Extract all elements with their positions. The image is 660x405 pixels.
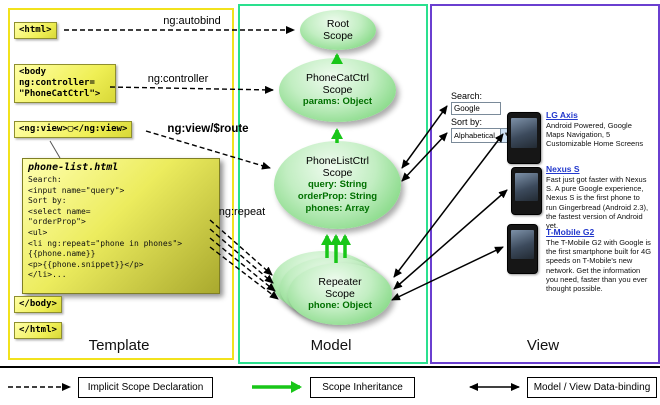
ng-repeat-label: ng:repeat [218, 206, 266, 218]
legend-divider [0, 366, 660, 368]
phone-list-template-box: phone-list.html Search: <input name="que… [22, 158, 220, 294]
phonelistctrl-scope-prop-phones: phones: Array [305, 203, 370, 214]
repeater-scope-prop: phone: Object [308, 300, 372, 311]
body-close-tag-box: </body> [14, 296, 62, 313]
phonecatctrl-scope-title: PhoneCatCtrl Scope [305, 72, 370, 96]
code-line: <p>{{phone.snippet}}</p> [28, 259, 144, 269]
root-scope-ellipse: Root Scope [300, 10, 376, 50]
phonecatctrl-scope-ellipse: PhoneCatCtrl Scope params: Object [279, 58, 396, 122]
root-scope-title: Root Scope [323, 18, 353, 42]
phone-desc-nexus-s: Fast just got faster with Nexus S. A pur… [546, 175, 649, 231]
legend-scope-inheritance: Scope Inheritance [310, 377, 415, 398]
code-line: <input name="query"> [28, 185, 125, 195]
ng-autobind-label: ng:autobind [163, 15, 221, 27]
view-column-label: View [526, 337, 560, 354]
sort-select[interactable]: Alphabetical ▼ [451, 128, 513, 143]
phonelistctrl-scope-ellipse: PhoneListCtrl Scope query: String orderP… [274, 141, 401, 229]
code-line: <li ng:repeat="phone in phones"> [28, 238, 183, 248]
phone-list-template-title: phone-list.html [28, 162, 119, 173]
phone-image-lg-axis [507, 112, 541, 164]
code-line: Sort by: [28, 196, 67, 206]
phonelistctrl-scope-prop-orderprop: orderProp: String [297, 191, 378, 202]
html-close-tag-box: </html> [14, 322, 62, 339]
template-column-label: Template [88, 337, 150, 354]
sort-select-value: Alphabetical [454, 131, 495, 140]
code-line: </li>... [28, 270, 67, 280]
phone-image-tmobile-g2 [507, 224, 538, 274]
body-controller-tag-box: <body ng:controller= "PhoneCatCtrl"> [14, 64, 116, 103]
legend-implicit-scope: Implicit Scope Declaration [78, 377, 213, 398]
html-open-tag-box: <html> [14, 22, 57, 39]
phone-link-nexus-s[interactable]: Nexus S [546, 164, 580, 174]
phone-desc-lg-axis: Android Powered, Google Maps Navigation,… [546, 121, 644, 149]
phonecatctrl-scope-prop: params: Object [302, 96, 373, 107]
repeater-scope-title: Repeater Scope [318, 276, 362, 300]
ng-view-tag-box: <ng:view>▢</ng:view> [14, 121, 133, 138]
code-line: Search: [28, 175, 62, 184]
phone-link-tmobile-g2[interactable]: T-Mobile G2 [546, 227, 595, 237]
phonelistctrl-scope-prop-query: query: String [307, 179, 368, 190]
phone-desc-tmobile-g2: The T-Mobile G2 with Google is the first… [546, 238, 652, 294]
ng-view-route-label: ng:view/$route [167, 123, 249, 135]
code-line: <select name= [28, 206, 91, 216]
ng-controller-label: ng:controller [147, 73, 209, 85]
code-line: <ul> [28, 227, 48, 237]
legend-data-binding: Model / View Data-binding [527, 377, 657, 398]
search-input[interactable] [451, 102, 501, 115]
view-search-label: Search: [451, 91, 483, 101]
phone-image-nexus-s [511, 167, 542, 215]
phone-link-lg-axis[interactable]: LG Axis [546, 110, 578, 120]
repeater-scope-ellipse: Repeater Scope phone: Object [288, 263, 392, 325]
code-line: {{phone.name}} [28, 249, 96, 259]
code-line: "orderProp"> [28, 217, 86, 227]
model-column-label: Model [310, 337, 352, 354]
phonelistctrl-scope-title: PhoneListCtrl Scope [305, 155, 370, 179]
view-sortby-label: Sort by: [451, 117, 483, 127]
